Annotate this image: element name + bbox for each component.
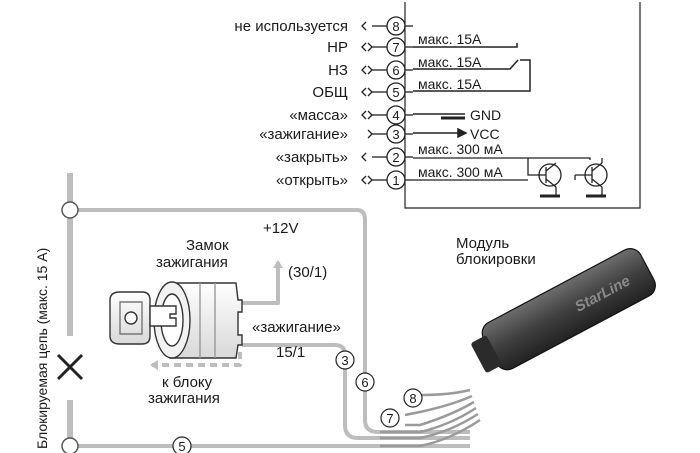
wire-number-5: 5 bbox=[178, 439, 185, 453]
ignition-lock-title-2: зажигания bbox=[156, 254, 228, 271]
pin-arrow-icon bbox=[361, 110, 367, 120]
pin-1-number: 1 bbox=[392, 173, 399, 188]
pin-8-number: 8 bbox=[392, 19, 399, 34]
wire-number-6: 6 bbox=[361, 375, 368, 390]
ignition-lock-icon bbox=[109, 281, 243, 359]
vcc-arrow bbox=[413, 127, 468, 139]
pin-3-number: 3 bbox=[392, 127, 399, 142]
pin-2-spec: макс. 300 мА bbox=[418, 141, 503, 157]
pin-3-spec: VCC bbox=[470, 126, 500, 142]
wire-number-3: 3 bbox=[341, 353, 348, 368]
pin-2-label: «закрыть» bbox=[276, 149, 348, 166]
relay-contacts bbox=[413, 43, 531, 92]
ignition-lock-title-1: Замок bbox=[186, 237, 229, 254]
pin-5-label: ОБЩ bbox=[312, 84, 348, 101]
pin-5-number: 5 bbox=[392, 85, 399, 100]
ignition-wire-label: «зажигание» bbox=[252, 319, 341, 336]
to-block-label-1: к блоку bbox=[162, 374, 213, 391]
terminal-15-label: 15/1 bbox=[276, 344, 305, 361]
blocked-circuit-label: Блокируемая цепь (макс. 15 А) bbox=[34, 248, 50, 449]
pin-4-number: 4 bbox=[392, 108, 399, 123]
pin-1-spec: макс. 300 мА bbox=[418, 164, 503, 180]
pin-8-label: не используется bbox=[234, 18, 348, 35]
pin-arrow-icon bbox=[361, 152, 367, 162]
supply-label: +12V bbox=[263, 220, 298, 237]
blocking-module-icon: StarLine bbox=[380, 248, 656, 448]
pinout-section: не используется 8НР 7 макс. 15А НЗ 6 макс. 15А… bbox=[234, 16, 503, 190]
pin-7-number: 7 bbox=[392, 40, 399, 55]
wire-number-7: 7 bbox=[386, 411, 393, 426]
pin-arrow-icon bbox=[361, 175, 367, 185]
blocked-circuit-line bbox=[56, 173, 84, 453]
transistor-outputs bbox=[413, 157, 608, 198]
connector-box bbox=[404, 2, 641, 209]
pin-2-number: 2 bbox=[392, 150, 399, 165]
pin-6-number: 6 bbox=[392, 63, 399, 78]
pin-4-spec: GND bbox=[470, 107, 501, 123]
pin-7-spec: макс. 15А bbox=[418, 31, 482, 47]
pin-7-label: НР bbox=[327, 39, 348, 56]
pin-arrow-icon bbox=[367, 42, 373, 52]
pin-6-label: НЗ bbox=[328, 62, 348, 79]
pin-1-label: «открыть» bbox=[276, 172, 348, 189]
wire-numbers: 3 6 8 7 5 bbox=[172, 350, 423, 453]
pin-arrow-icon bbox=[361, 42, 367, 52]
pin-arrow-icon bbox=[361, 65, 367, 75]
pin-5-spec: макс. 15А bbox=[418, 76, 482, 92]
wire-number-8: 8 bbox=[409, 391, 416, 406]
terminal-30-label: (30/1) bbox=[288, 264, 327, 281]
pin-3-label: «зажигание» bbox=[259, 126, 348, 143]
pin-arrow-icon bbox=[367, 175, 373, 185]
module-title-2: блокировки bbox=[456, 251, 536, 268]
pin-arrow-icon bbox=[367, 65, 373, 75]
pin-4-label: «масса» bbox=[289, 107, 348, 124]
pin-arrow-icon bbox=[361, 21, 367, 31]
module-title-1: Модуль bbox=[456, 235, 509, 252]
pin-arrow-icon bbox=[367, 110, 373, 120]
pin-6-spec: макс. 15А bbox=[418, 54, 482, 70]
pin-arrow-icon bbox=[367, 129, 373, 139]
to-block-label-2: зажигания bbox=[148, 390, 220, 407]
pin-arrow-icon bbox=[367, 87, 373, 97]
pin-arrow-icon bbox=[361, 87, 367, 97]
gnd-symbol bbox=[413, 113, 465, 120]
